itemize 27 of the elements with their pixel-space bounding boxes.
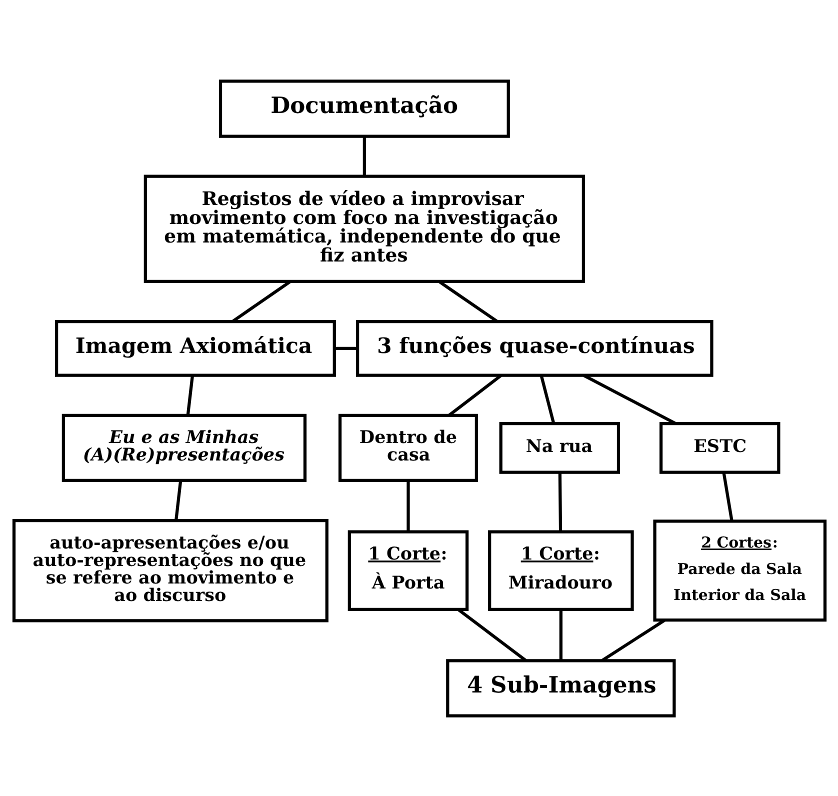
connector — [558, 609, 562, 660]
node-box: Imagem Axiomática — [54, 319, 336, 376]
connector — [722, 472, 733, 521]
connector — [334, 346, 357, 350]
node-box: auto-apresentações e/ou auto-representações no que se refere ao movimento e ao discurso — [12, 518, 328, 622]
node-box: ESTC — [658, 421, 780, 474]
node-box: Documentação — [218, 79, 510, 138]
node-box: 4 Sub-Imagens — [446, 658, 676, 717]
connector — [186, 375, 194, 415]
node-box: Na rua — [498, 421, 620, 474]
node-box: Registos de vídeo a improvisar movimento com foco na investigação em matemática, independente do que fiz antes — [143, 174, 585, 283]
connector — [438, 280, 498, 322]
connector — [558, 472, 562, 532]
connector — [174, 480, 182, 520]
connector — [582, 374, 676, 424]
node-box: 1 Corte: Miradouro — [488, 530, 634, 610]
node-box: 3 funções quase-contínuas — [355, 319, 713, 376]
connector — [600, 618, 665, 662]
connector — [362, 136, 366, 176]
connector — [406, 480, 410, 532]
node-box: 2 Cortes: Parede da Sala Interior da Sala — [652, 519, 826, 622]
connector — [448, 374, 502, 416]
node-box: Eu e as Minhas (A)(Re)presentações — [61, 413, 306, 482]
node-box: Dentro de casa — [338, 413, 478, 482]
connector — [539, 374, 555, 424]
node-box: 1 Corte: À Porta — [347, 530, 468, 610]
connector — [232, 280, 291, 322]
